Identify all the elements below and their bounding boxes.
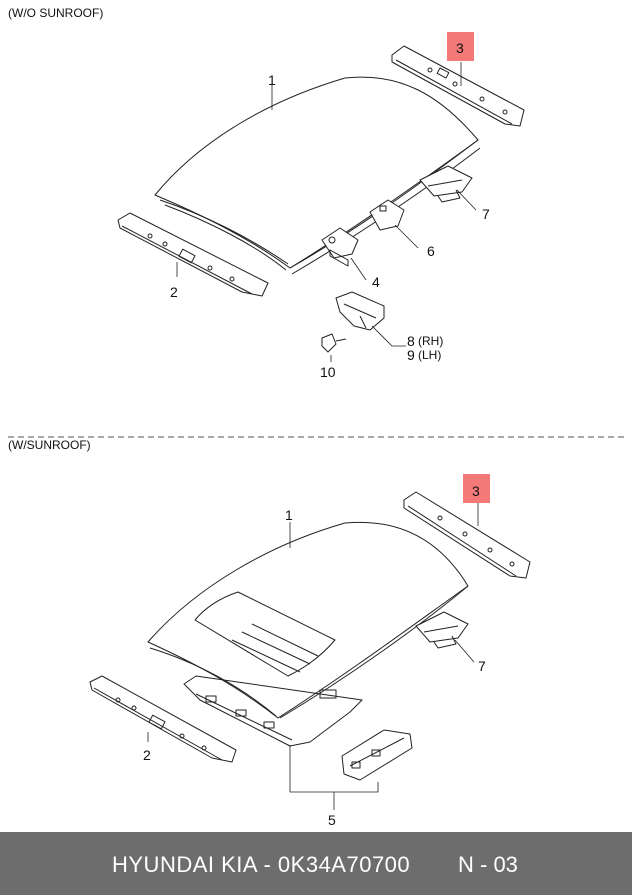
front-rail-bottom: [89, 675, 237, 763]
bracket-6-top: [369, 199, 405, 231]
leader-lines-bottom: [147, 503, 479, 810]
front-rail-top: [117, 212, 269, 297]
section-label-with-sunroof: (W/SUNROOF): [8, 438, 91, 452]
bracket-4-top: [321, 227, 359, 267]
roof-panel-bottom: [147, 521, 469, 719]
callout-top-1: 1: [268, 72, 276, 88]
callout-top-4: 4: [372, 274, 380, 290]
footer-page-code: N - 03: [458, 852, 518, 877]
footer-part-number: HYUNDAI KIA - 0K34A70700: [112, 852, 411, 877]
roof-parts-diagram: 1 2 3 4 6 7 8 (RH) 9 (LH) 10 1 2 3 5 7: [8, 32, 628, 828]
section-label-without-sunroof: (W/O SUNROOF): [8, 6, 104, 20]
highlight-box-part-3-top: [447, 32, 474, 61]
callout-top-9: 9: [407, 347, 415, 363]
footer-bar: HYUNDAI KIA - 0K34A70700 N - 03: [0, 832, 632, 895]
callout-bottom-5: 5: [328, 812, 336, 828]
callout-bottom-3: 3: [472, 483, 480, 499]
callout-bottom-1: 1: [285, 507, 293, 523]
callout-top-10: 10: [320, 364, 336, 380]
leader-lines-top: [176, 62, 477, 362]
rear-rail-bottom: [403, 491, 531, 579]
highlight-box-part-3-bottom: [463, 474, 490, 503]
bracket-7-bottom: [415, 611, 469, 649]
callout-top-7: 7: [482, 206, 490, 222]
callout-top-6: 6: [427, 243, 435, 259]
callout-bottom-7: 7: [478, 658, 486, 674]
callout-top-8-side: (RH): [418, 334, 443, 348]
bracket-7-top: [419, 165, 473, 203]
sunroof-frame-bottom: [183, 675, 363, 747]
bracket-8-9-top: [335, 291, 385, 331]
rear-rail-top: [391, 45, 525, 127]
callout-top-3: 3: [456, 40, 464, 56]
callout-top-8: 8: [407, 333, 415, 349]
callout-bottom-2: 2: [143, 747, 151, 763]
callout-top-2: 2: [170, 284, 178, 300]
clip-10-top: [321, 333, 347, 353]
sunroof-bracket-5-bottom: [341, 729, 413, 781]
callout-top-9-side: (LH): [418, 348, 441, 362]
